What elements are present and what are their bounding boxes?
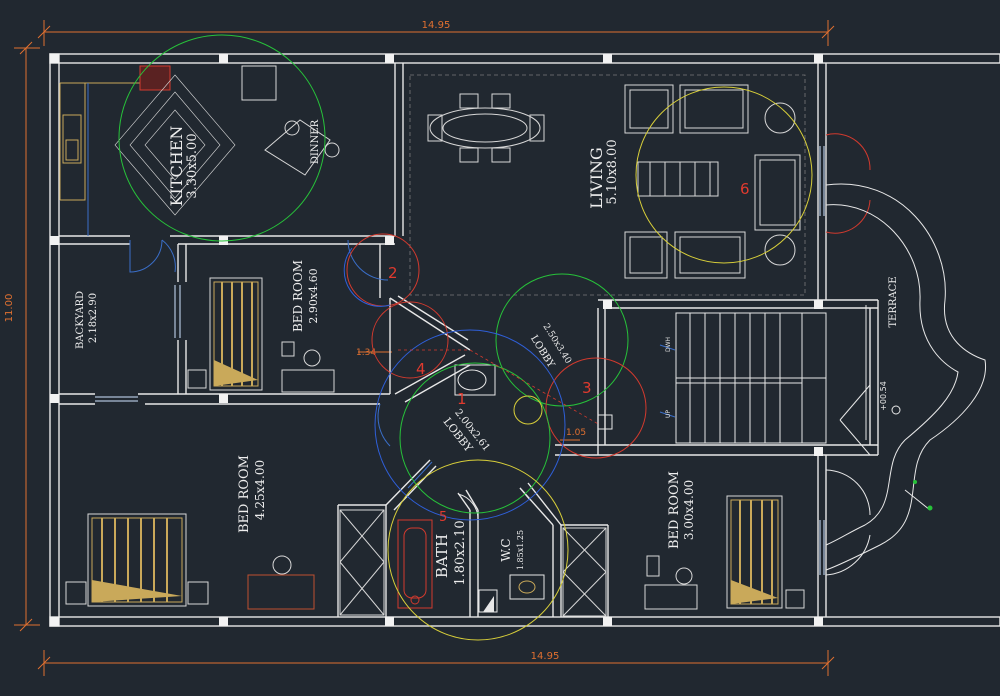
terrace-name: TERRACE [888, 276, 899, 327]
desk-top-bedroom [281, 341, 335, 393]
bedroom-left-name: BED ROOM [237, 455, 252, 533]
left-height-dimension: 11.00 [4, 294, 15, 323]
bedroom-top-size: 2.90x4.60 [307, 268, 320, 323]
kitchen-rug [114, 74, 236, 216]
bed-left [65, 513, 209, 607]
windows [95, 146, 825, 575]
lobby-fixture [454, 364, 613, 430]
marker-label-2: 2 [388, 264, 398, 282]
bath-name: BATH [433, 534, 451, 578]
wc-size: 1.85x1.25 [516, 530, 525, 570]
kitchen-size: 3.30x5.00 [185, 133, 200, 198]
stair-label-up: UP [665, 410, 672, 418]
terrace-green-point [927, 505, 933, 511]
bedroom-top-name: BED ROOM [291, 260, 305, 332]
living-name: LIVING [587, 147, 606, 209]
dinner-chair [264, 119, 340, 176]
bedroom-left-size: 4.25x4.00 [253, 460, 267, 520]
lobby-step-dimension: 1.05 [566, 428, 586, 438]
dining-table [427, 93, 545, 163]
marker-label-3: 3 [582, 379, 592, 397]
living-sofas [624, 84, 801, 279]
desk-right-bedroom [644, 555, 698, 610]
marker-label-4: 4 [416, 360, 426, 378]
bed-right [726, 495, 805, 609]
bed-top [187, 277, 263, 391]
living-size: 5.10x8.00 [605, 139, 620, 204]
doors [129, 133, 871, 576]
lobby-width-dimension: 1.34 [356, 348, 376, 358]
terrace-green-point-2 [913, 480, 917, 484]
marker-circles [118, 34, 813, 641]
dining-area-outline [409, 74, 806, 296]
bath-size: 1.80x2.10 [453, 520, 468, 585]
marker-label-5: 5 [439, 510, 447, 525]
dimension-lines [14, 20, 835, 676]
stair-label-dwh: DWH [665, 337, 672, 352]
bottom-width-dimension: 14.95 [531, 651, 560, 662]
terrace-level-marker [891, 405, 901, 415]
terrace-curves [825, 183, 987, 571]
wc-name: W.C [499, 538, 513, 561]
terrace-level: +00.54 [879, 381, 888, 411]
bedroom-right-name: BED ROOM [667, 471, 682, 549]
wardrobes [339, 509, 607, 617]
backyard-name: BACKYARD [75, 291, 86, 349]
wc-floor-shape [483, 596, 494, 612]
dinner-name: DINNER [310, 119, 321, 164]
kitchen-name: KITCHEN [167, 126, 186, 207]
guide-lines [398, 349, 601, 426]
backyard-size: 2.18x2.90 [88, 293, 99, 343]
marker-label-1: 1 [457, 390, 467, 408]
fridge [241, 65, 277, 101]
staircase [659, 312, 827, 444]
marker-label-6: 6 [740, 180, 750, 198]
bedroom-right-size: 3.00x4.00 [682, 480, 696, 540]
desk-left-bedroom [247, 555, 315, 610]
kitchen-counter [59, 82, 150, 201]
top-width-dimension: 14.95 [422, 20, 451, 31]
